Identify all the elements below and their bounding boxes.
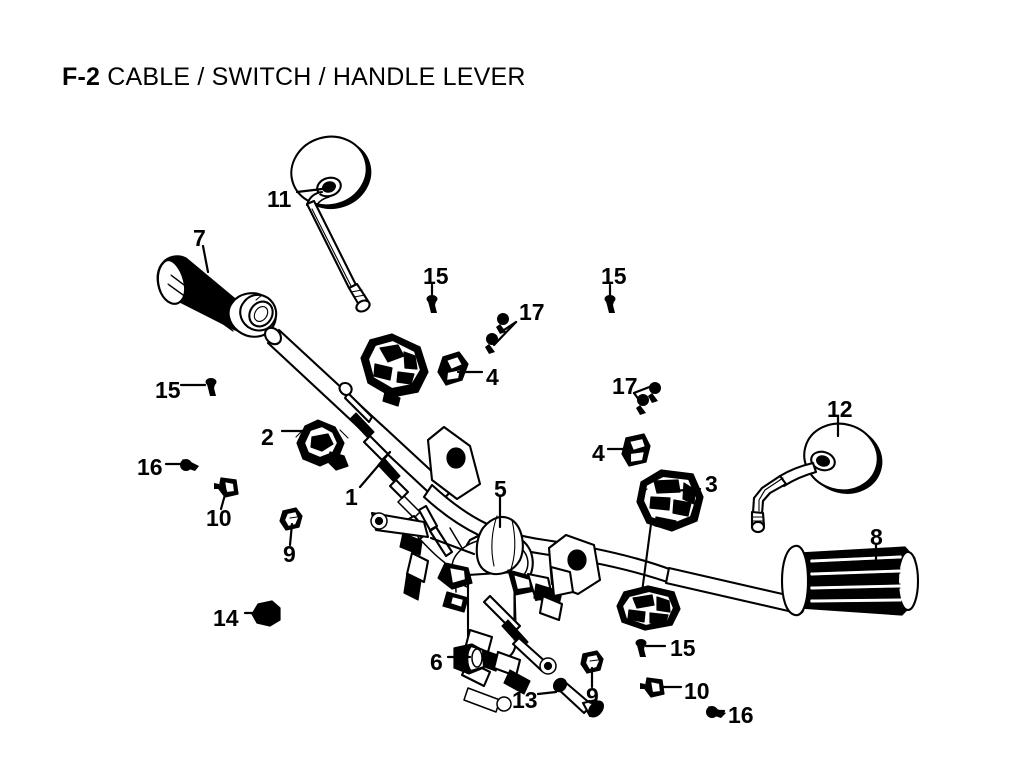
callout-17b: 17 [612,373,638,399]
callout-4a: 4 [486,364,499,390]
part-12-right-mirror [750,422,883,534]
part-6-bushing-collar [453,643,486,675]
callout-2: 2 [261,424,274,450]
part-3-right-handle-switch-lower [616,522,681,631]
part-8-right-handle-grip [780,544,920,617]
part-17b-tapping-screws [636,382,661,415]
callout-1: 1 [345,484,358,510]
part-2-left-handle-lever-holder [295,419,349,471]
part-10b-adjuster-bolt [640,677,665,698]
callout-3: 3 [705,471,718,497]
part-5-handlebar [263,326,805,663]
part-4a-cable-clamp [437,351,469,386]
callout-leader-lines [164,187,878,713]
part-9a-nut [279,507,303,531]
page-title: F-2 CABLE / SWITCH / HANDLE LEVER [62,62,526,92]
part-16a-small-screw [180,459,199,471]
part-10a-adjuster-bolt [214,477,239,498]
part-15b-screw [426,295,438,313]
callout-8: 8 [870,524,883,550]
part-9b-nut [580,650,604,674]
left-handle-switch-housing [360,333,429,407]
part-7-left-handle-grip [156,255,278,338]
callout-15b: 15 [423,263,449,289]
callout-10a: 10 [206,505,232,531]
callout-14: 14 [213,605,239,631]
callout-15c: 15 [601,263,627,289]
page-title-code: F-2 [62,63,101,91]
callout-4b: 4 [592,440,605,466]
part-15d-screw [635,639,647,657]
callout-9a: 9 [283,541,296,567]
callout-13: 13 [512,687,538,713]
part-13-flange-bolt [552,677,604,718]
part-17a-tapping-screws [485,313,509,354]
part-11-left-mirror [290,135,372,313]
callout-6: 6 [430,649,443,675]
callout-5: 5 [494,476,507,502]
part-14-cap-nut [251,600,281,627]
callout-15d: 15 [670,635,696,661]
callout-15a: 15 [155,377,181,403]
callout-7: 7 [193,225,206,251]
part-4b-cable-clamp [621,433,651,467]
callout-16b: 16 [728,702,754,728]
part-15c-screw [604,295,616,313]
callout-10b: 10 [684,678,710,704]
callout-17a: 17 [519,299,545,325]
callout-9b: 9 [586,683,599,709]
part-3-right-handle-switch-upper [636,469,704,532]
callout-11: 11 [267,186,292,212]
callout-12: 12 [827,396,853,422]
callout-16a: 16 [137,454,163,480]
page-title-text: CABLE / SWITCH / HANDLE LEVER [107,63,526,91]
part-15a-screw [205,378,217,396]
